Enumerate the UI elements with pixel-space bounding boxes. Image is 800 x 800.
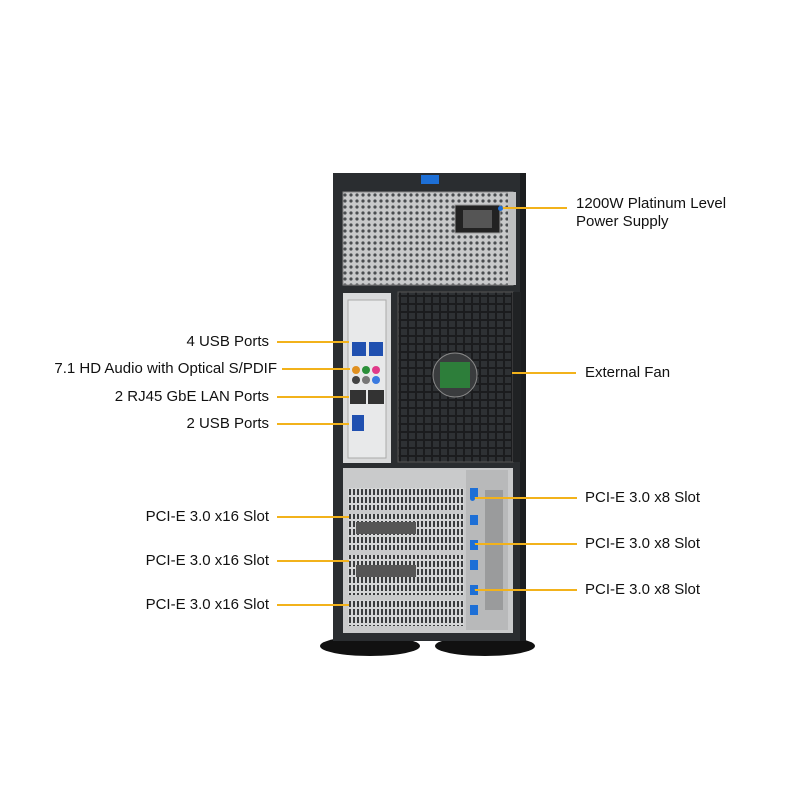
leader-dot-pcie-x8-1 [470,496,475,501]
label-audio: 7.1 HD Audio with Optical S/PDIF [54,360,277,377]
label-lan: 2 RJ45 GbE LAN Ports [114,388,269,405]
lan-ports [350,390,366,404]
pcie-x16-card-1 [348,488,464,510]
label-pcie-x8-2: PCI-E 3.0 x8 Slot [585,535,701,552]
leader-pcie-x8-1 [473,497,577,499]
leader-usb-bottom [277,423,349,425]
label-usb-top: 4 USB Ports [186,333,269,350]
leader-dot-pcie-x8-2 [470,542,475,547]
label-pcie-x16-1: PCI-E 3.0 x16 Slot [145,508,269,525]
label-pcie-x16-2: PCI-E 3.0 x16 Slot [145,552,269,569]
usb-ports-top [352,342,366,356]
leader-lan [277,396,349,398]
audio-jacks [352,366,360,374]
label-pcie-x8-3: PCI-E 3.0 x8 Slot [585,581,701,598]
leader-pcie-x8-3 [473,589,577,591]
leader-audio [282,368,350,370]
chassis-handle [421,175,439,184]
label-pcie-x8-1: PCI-E 3.0 x8 Slot [585,489,701,506]
label-usb-bottom: 2 USB Ports [186,415,269,432]
leader-pcie-x16-1 [277,516,349,518]
label-power-supply: 1200W Platinum Level Power Supply [576,195,727,230]
usb-ports-bottom [352,415,364,431]
leader-power-supply [500,207,567,209]
leader-pcie-x16-2 [277,560,349,562]
leader-dot-power-supply [498,206,503,211]
label-pcie-x16-3: PCI-E 3.0 x16 Slot [145,596,269,613]
leader-dot-pcie-x8-3 [470,588,475,593]
label-external-fan: External Fan [585,364,671,381]
leader-usb-top [277,341,349,343]
leader-pcie-x16-3 [277,604,349,606]
leader-external-fan [512,372,576,374]
leader-pcie-x8-2 [473,543,577,545]
